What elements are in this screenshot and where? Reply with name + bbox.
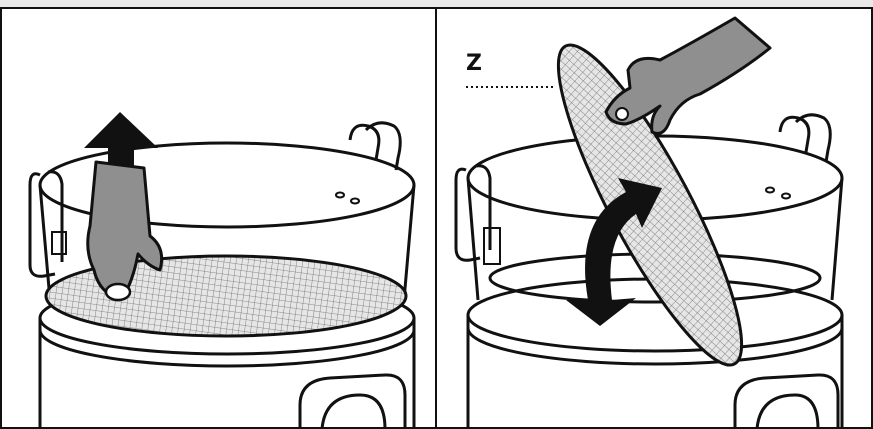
- callout-label: Z: [466, 51, 482, 76]
- panel-right: Z: [454, 16, 844, 429]
- hand-icon: [604, 16, 772, 135]
- callout-z: Z: [466, 51, 556, 88]
- hand-icon: [86, 160, 164, 298]
- rotate-arrow-icon: [566, 178, 662, 326]
- filter-mesh-icon: [44, 254, 408, 338]
- arrow-up-icon: [84, 112, 158, 175]
- top-frame-bar: [0, 0, 873, 8]
- panel-left: [28, 112, 416, 429]
